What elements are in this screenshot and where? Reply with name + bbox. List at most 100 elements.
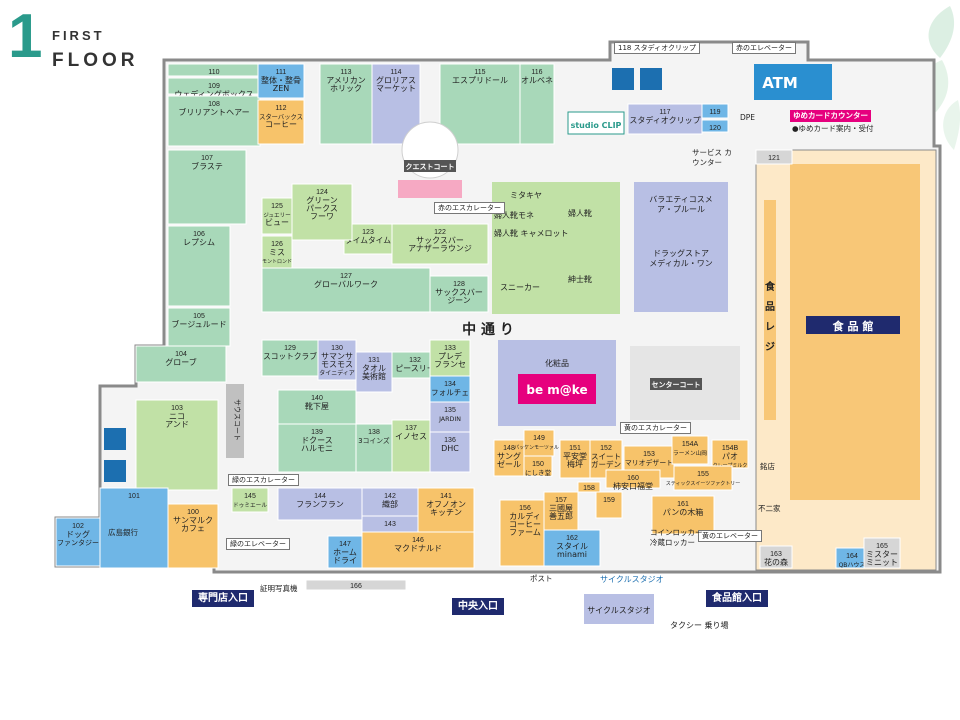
fujin-camelot-label: 婦人靴 キャメロット <box>494 228 569 238</box>
shop-block <box>167 95 261 147</box>
entrance-grocery[interactable]: 食品館入口 <box>706 590 768 607</box>
shop-166[interactable]: 166 <box>305 579 407 591</box>
shop-number: 100 <box>187 509 199 516</box>
register-label-3: レ <box>765 322 775 333</box>
quest-court-escalator <box>398 180 462 198</box>
shop-name: マリオデザート <box>625 458 673 467</box>
shop-number: 101 <box>128 493 140 500</box>
shop-121[interactable]: 121 <box>755 149 793 165</box>
shop-120[interactable]: 120 <box>701 119 729 133</box>
shop-119[interactable]: 119 <box>701 103 729 119</box>
shop-154b[interactable]: 154Bパオクレープミルク <box>711 439 749 469</box>
shop-110[interactable]: 110 <box>167 63 261 77</box>
shop-name: minami <box>557 550 587 559</box>
shop-block <box>493 439 525 477</box>
shop-158[interactable]: 158 <box>577 481 601 493</box>
mitakiya-label: ミタキヤ <box>510 191 542 200</box>
shop-name: モスモス <box>321 360 353 369</box>
shop-block <box>327 535 363 569</box>
shop-block <box>257 63 305 99</box>
shop-name: 織部 <box>382 499 398 509</box>
shop-block <box>361 531 475 569</box>
taxi-label: タクシー 乗り場 <box>670 620 729 630</box>
shop-143[interactable]: 143 <box>361 515 419 533</box>
shop-block <box>391 223 489 265</box>
studio-clip-logo <box>567 111 625 135</box>
shop-block <box>429 401 471 433</box>
entrance-central[interactable]: 中央入口 <box>452 598 504 615</box>
bemake-text: be m@ke <box>526 383 587 397</box>
shop-name: ファンタジー <box>57 538 99 547</box>
shop-name: 美術館 <box>362 371 386 381</box>
shop-number: 157 <box>555 497 567 504</box>
shop-name: グリーン <box>306 195 338 205</box>
shop-name: ブラステ <box>191 161 223 171</box>
shop-block <box>701 103 729 119</box>
entrance-specialty[interactable]: 専門店入口 <box>192 590 254 607</box>
shop-159[interactable]: 159 <box>595 491 623 519</box>
shop-name: マーケット <box>376 84 416 93</box>
shop-name: ニコ <box>169 412 185 421</box>
shop-number: 142 <box>384 493 396 500</box>
restroom-icon-west <box>104 460 126 482</box>
fujin-mone-label: 婦人靴モネ <box>494 210 534 220</box>
shop-name: エスプリドール <box>452 76 508 85</box>
shop-name: アンド <box>165 420 189 429</box>
register-label-1: 食 <box>764 280 776 293</box>
shop-name: パンの木箱 <box>663 507 703 517</box>
shop-101[interactable]: 101 <box>99 487 169 569</box>
register-label-4: ジ <box>765 341 775 353</box>
